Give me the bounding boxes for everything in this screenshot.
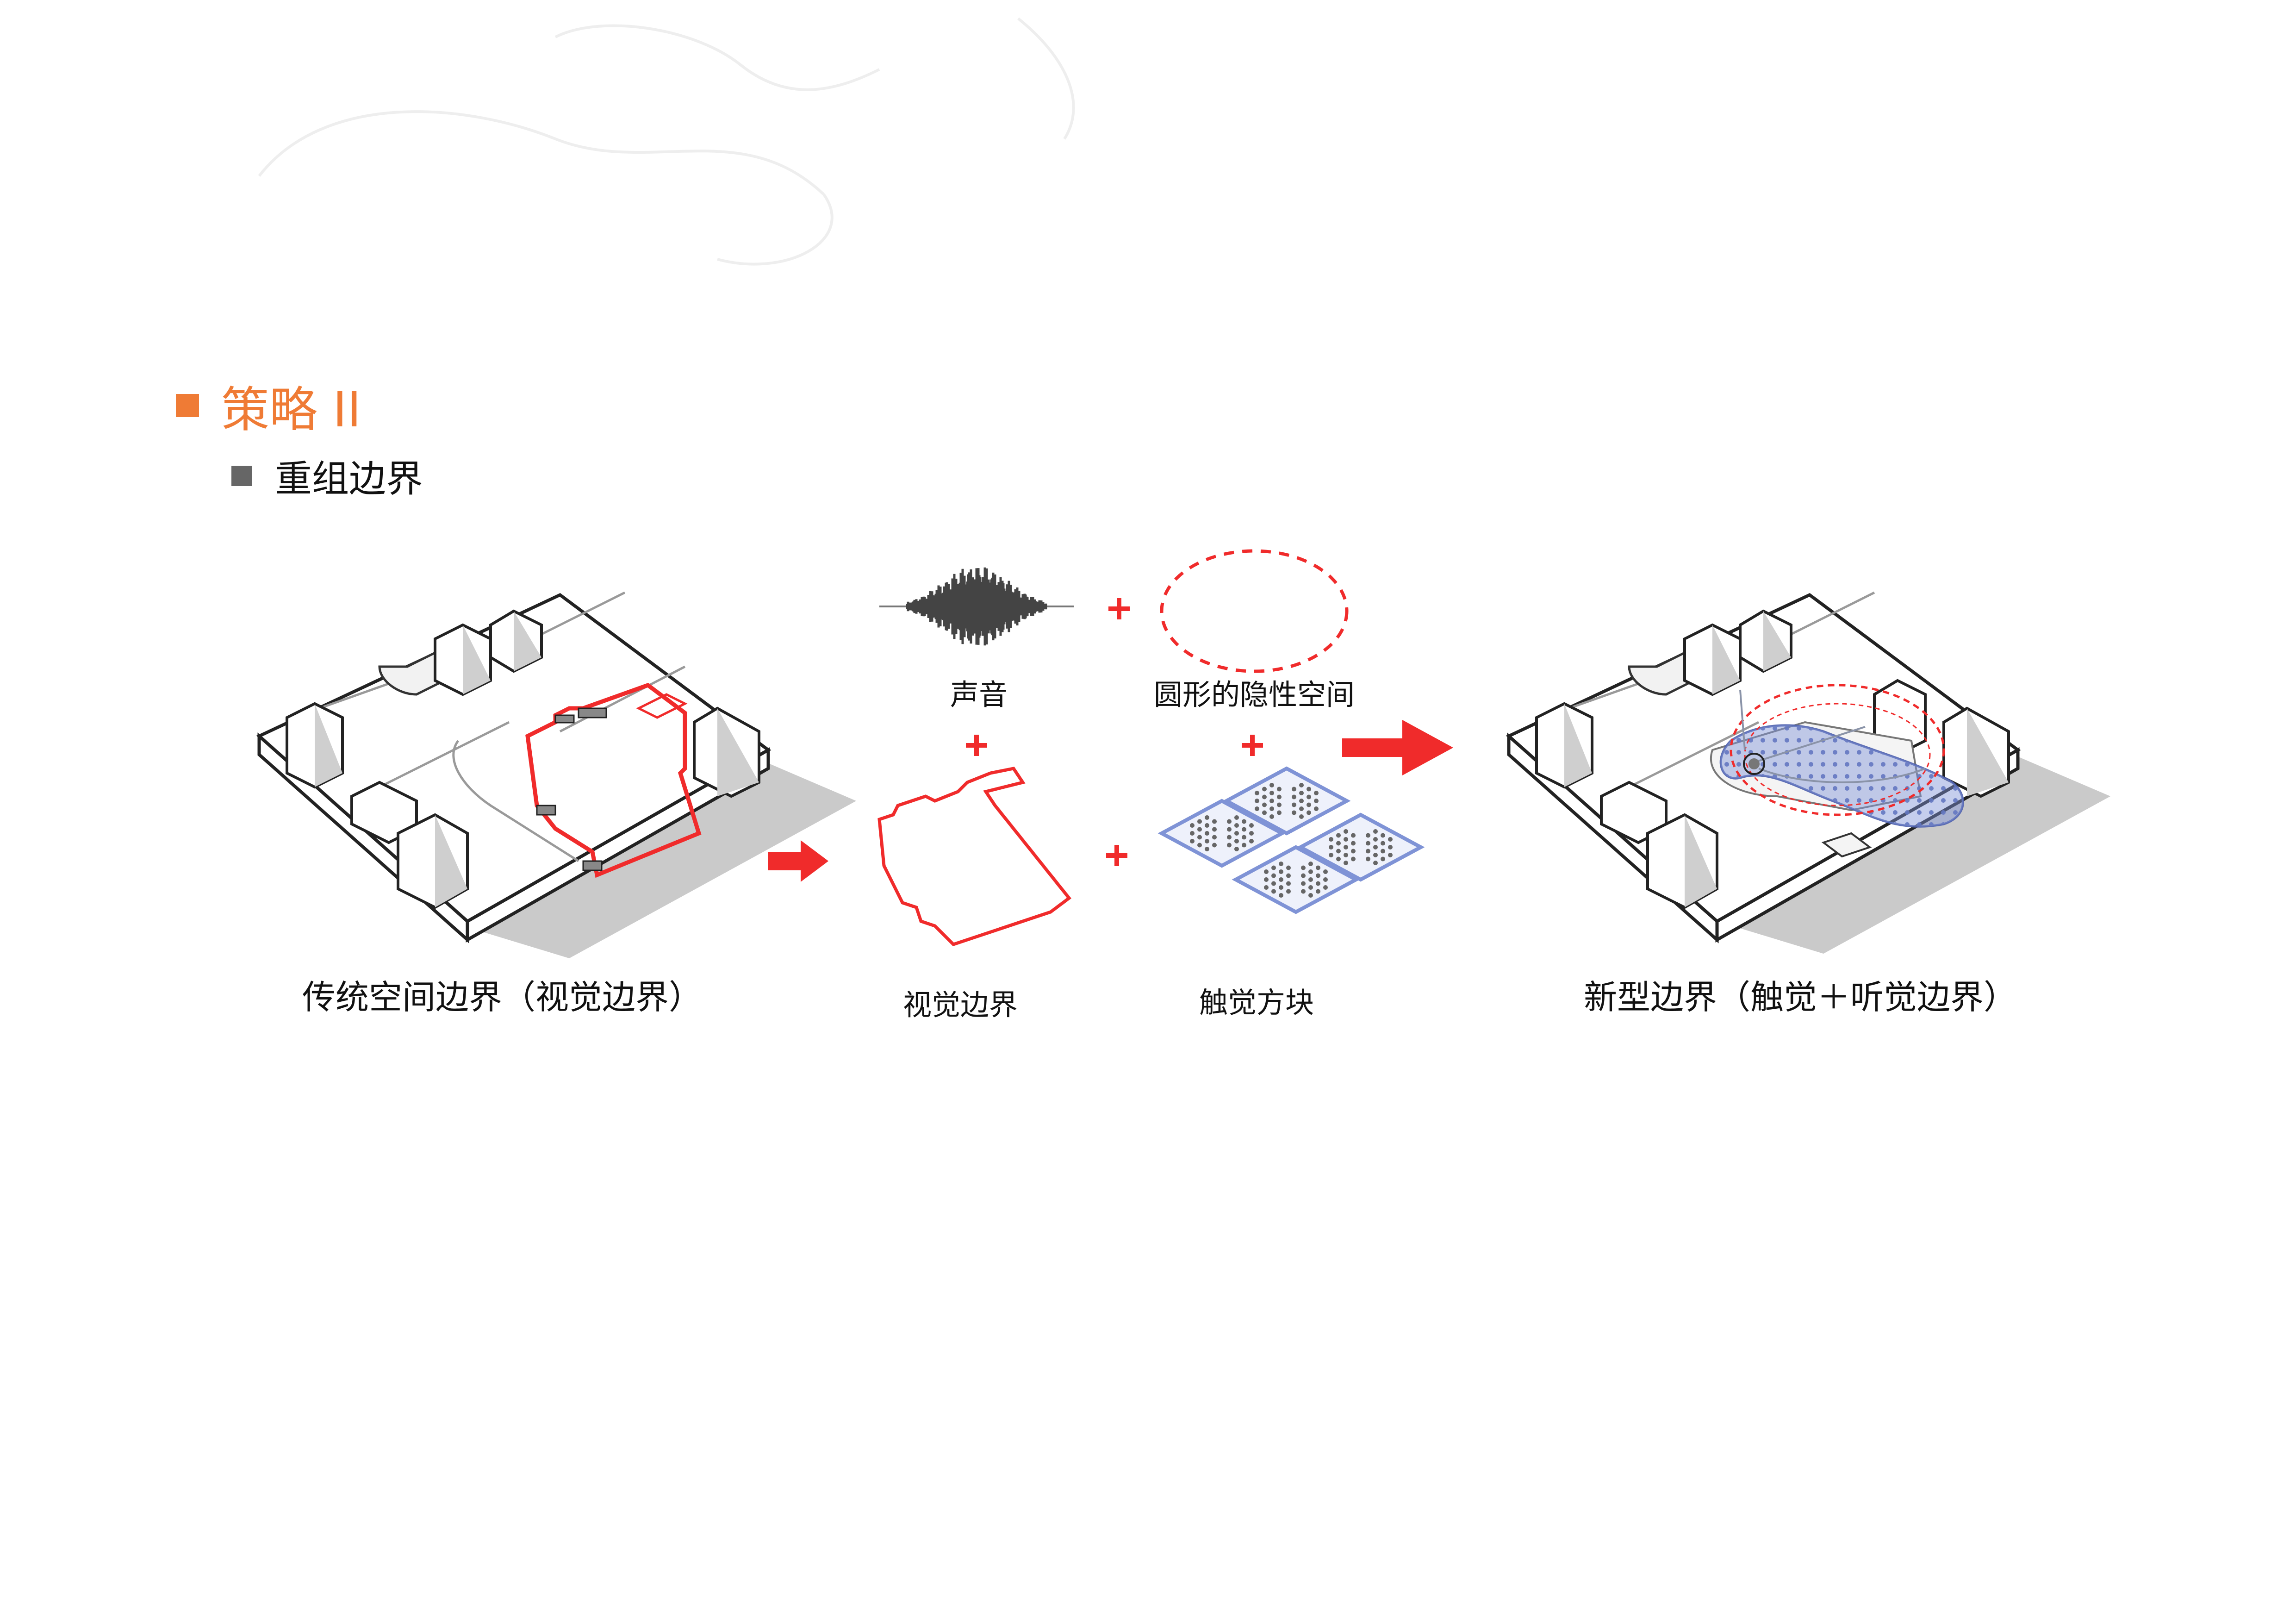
plus-icon (1106, 845, 1127, 866)
dashed-circle-icon (1160, 549, 1349, 673)
strategy-subheading: 重组边界 (231, 449, 423, 503)
visual-boundary-outline (877, 767, 1071, 947)
arrow-right-icon (768, 840, 828, 882)
new-boundary-label: 新型边界（触觉＋听觉边界） (1583, 978, 2017, 1017)
visual-boundary-label: 视觉边界 (902, 988, 1018, 1022)
tactile-block-label: 触觉方块 (1199, 986, 1314, 1019)
strategy-subheading-text: 重组边界 (275, 457, 423, 500)
circle-space-label: 圆形的隐性空间 (1153, 678, 1355, 712)
plus-icon (1242, 735, 1263, 756)
traditional-site-model (256, 591, 856, 958)
square-bullet-icon (176, 394, 199, 417)
plus-icon (966, 735, 987, 756)
strategy-heading-text: 策略 II (221, 381, 361, 438)
background-sketch (258, 17, 1075, 266)
tactile-tile-icon (1157, 766, 1425, 914)
new-site-model (1506, 591, 2110, 954)
strategy-heading: 策略 II (176, 370, 361, 440)
waveform-icon (879, 567, 1074, 646)
sound-label: 声音 (950, 678, 1008, 712)
arrow-right-icon (1342, 720, 1453, 775)
traditional-boundary-label: 传统空间边界（视觉边界） (302, 978, 703, 1017)
plus-icon (1108, 598, 1130, 619)
square-bullet-icon (231, 466, 252, 486)
